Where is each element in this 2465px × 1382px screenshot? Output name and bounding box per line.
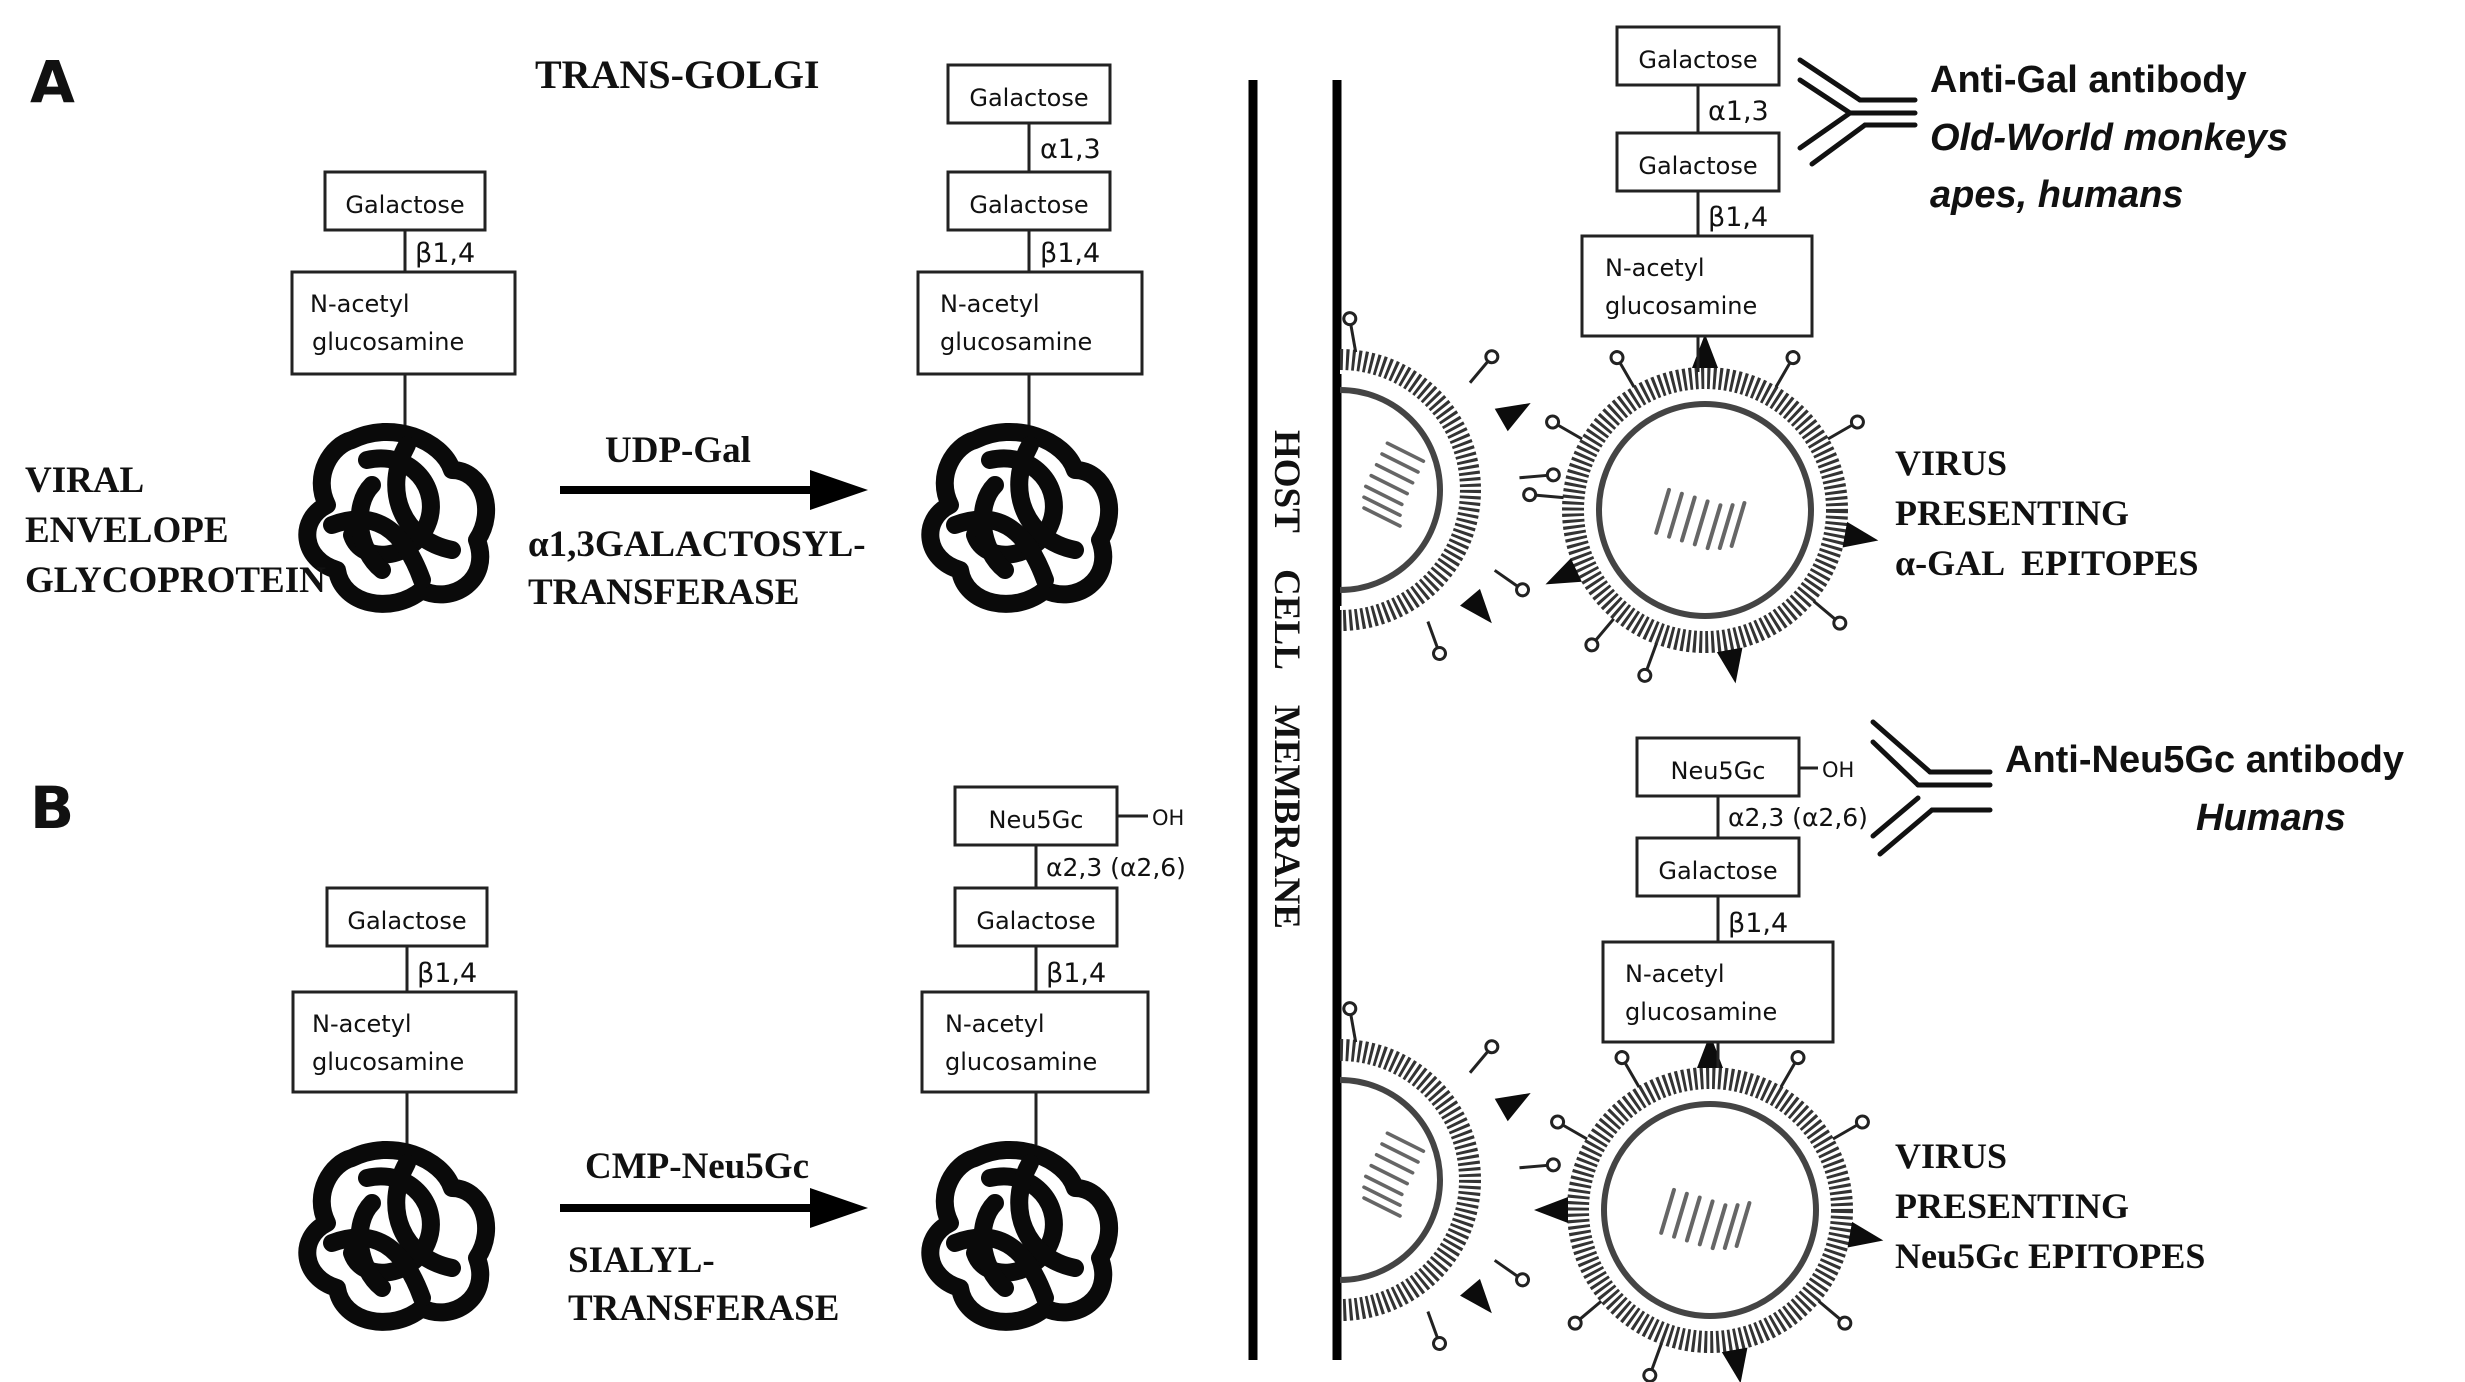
- udp-gal-label: UDP-Gal: [605, 430, 751, 471]
- neu5gc-label: Neu5Gc: [989, 806, 1084, 834]
- anti-neu5gc-antibody-label: Anti-Neu5Gc antibody: [2005, 739, 2404, 781]
- alpha13-linkage-label: α1,3: [1040, 134, 1101, 165]
- svg-text:PRESENTING: PRESENTING: [1895, 493, 2129, 533]
- galactose-label: Galactose: [345, 191, 464, 219]
- alpha13-linkage-label: α1,3: [1708, 96, 1769, 127]
- panel-a-surface-glycan-chain: Galactose α1,3 Galactose β1,4 N-acetyl g…: [1580, 25, 1814, 372]
- galactose-label: Galactose: [976, 907, 1095, 935]
- panel-a-glycoprotein-left: [307, 432, 486, 604]
- panel-a-reaction-arrow: UDP-Gal α1,3GALACTOSYL- TRANSFERASE: [528, 430, 868, 613]
- neu5gc-label: Neu5Gc: [1671, 757, 1766, 785]
- glucosamine-label: glucosamine: [945, 1048, 1097, 1076]
- panel-a-free-virus: [1521, 334, 1881, 686]
- svg-text:GLYCOPROTEIN: GLYCOPROTEIN: [25, 560, 326, 601]
- n-acetyl-label: N-acetyl: [1625, 960, 1725, 988]
- svg-text:PRESENTING: PRESENTING: [1895, 1186, 2129, 1226]
- beta14-linkage-label: β1,4: [1728, 908, 1788, 939]
- anti-neu5gc-antibody-icon: [1870, 719, 1993, 857]
- sialyltransferase-label-2: TRANSFERASE: [568, 1288, 839, 1329]
- panel-a-virus-label: VIRUS PRESENTING α-GAL EPITOPES: [1895, 443, 2199, 583]
- apes-humans-label: apes, humans: [1930, 174, 2183, 216]
- panel-b-right-glycan-chain: Neu5Gc OH α2,3 (α2,6) Galactose β1,4 N-a…: [920, 785, 1186, 1145]
- beta14-linkage-label: β1,4: [417, 958, 477, 989]
- n-acetyl-label: N-acetyl: [940, 290, 1040, 318]
- galactose-label: Galactose: [1638, 46, 1757, 74]
- galactose-label: Galactose: [969, 84, 1088, 112]
- host-cell-membrane-label: HOST CELL MEMBRANE: [1266, 430, 1307, 929]
- panel-b-free-virus: [1534, 1034, 1886, 1382]
- beta14-linkage-label: β1,4: [1708, 202, 1768, 233]
- panel-a-glycoprotein-right: [930, 432, 1109, 604]
- hydroxyl-label: OH: [1152, 806, 1184, 830]
- svg-text:α-GAL EPITOPES: α-GAL EPITOPES: [1895, 543, 2199, 583]
- hydroxyl-label: OH: [1822, 758, 1854, 782]
- n-acetyl-label: N-acetyl: [1605, 254, 1705, 282]
- humans-label: Humans: [2196, 797, 2346, 839]
- panel-a-left-glycan-chain: Galactose β1,4 N-acetyl glucosamine: [290, 170, 517, 428]
- galactose-label: Galactose: [1638, 152, 1757, 180]
- panel-a-protein-label: VIRAL ENVELOPE GLYCOPROTEIN: [25, 460, 326, 601]
- n-acetyl-label: N-acetyl: [945, 1010, 1045, 1038]
- galactosyltransferase-label-2: TRANSFERASE: [528, 572, 799, 613]
- panel-b-reaction-arrow: CMP-Neu5Gc SIALYL- TRANSFERASE: [560, 1146, 868, 1329]
- glucosamine-label: glucosamine: [940, 328, 1092, 356]
- galactose-label: Galactose: [347, 907, 466, 935]
- galactose-label: Galactose: [1658, 857, 1777, 885]
- panel-b-budding-virus: [1339, 1000, 1562, 1353]
- galactosyltransferase-label-1: α1,3GALACTOSYL-: [528, 524, 866, 565]
- svg-text:VIRUS: VIRUS: [1895, 443, 2007, 483]
- beta14-linkage-label: β1,4: [415, 238, 475, 269]
- svg-text:VIRAL: VIRAL: [25, 460, 144, 501]
- svg-text:Neu5Gc EPITOPES: Neu5Gc EPITOPES: [1895, 1236, 2205, 1276]
- anti-gal-antibody-icon: [1797, 57, 1918, 167]
- alpha23-linkage-label: α2,3 (α2,6): [1046, 853, 1186, 882]
- panel-a-right-glycan-chain: Galactose α1,3 Galactose β1,4 N-acetyl g…: [916, 63, 1144, 428]
- beta14-linkage-label: β1,4: [1040, 238, 1100, 269]
- svg-text:VIRUS: VIRUS: [1895, 1136, 2007, 1176]
- panel-letter-b: B: [30, 774, 74, 842]
- glucosamine-label: glucosamine: [1625, 998, 1777, 1026]
- sialyltransferase-label-1: SIALYL-: [568, 1240, 715, 1281]
- cmp-neu5gc-label: CMP-Neu5Gc: [585, 1146, 809, 1187]
- panel-b-surface-glycan-chain: Neu5Gc OH α2,3 (α2,6) Galactose β1,4 N-a…: [1601, 736, 1868, 1068]
- panel-a-budding-virus: [1339, 310, 1562, 663]
- panel-b-left-glycan-chain: Galactose β1,4 N-acetyl glucosamine: [291, 886, 518, 1145]
- galactose-label: Galactose: [969, 191, 1088, 219]
- glucosamine-label: glucosamine: [312, 1048, 464, 1076]
- alpha23-linkage-label: α2,3 (α2,6): [1728, 803, 1868, 832]
- panel-b-glycoprotein-left: [307, 1150, 486, 1322]
- trans-golgi-label: TRANS-GOLGI: [535, 52, 820, 97]
- glucosamine-label: glucosamine: [312, 328, 464, 356]
- svg-text:ENVELOPE: ENVELOPE: [25, 510, 229, 551]
- n-acetyl-label: N-acetyl: [312, 1010, 412, 1038]
- old-world-monkeys-label: Old-World monkeys: [1930, 117, 2288, 159]
- anti-gal-antibody-label: Anti-Gal antibody: [1930, 59, 2247, 101]
- panel-letter-a: A: [30, 48, 75, 116]
- panel-b-glycoprotein-right: [930, 1150, 1109, 1322]
- beta14-linkage-label: β1,4: [1046, 958, 1106, 989]
- n-acetyl-label: N-acetyl: [310, 290, 410, 318]
- panel-b-virus-label: VIRUS PRESENTING Neu5Gc EPITOPES: [1895, 1136, 2205, 1276]
- glucosamine-label: glucosamine: [1605, 292, 1757, 320]
